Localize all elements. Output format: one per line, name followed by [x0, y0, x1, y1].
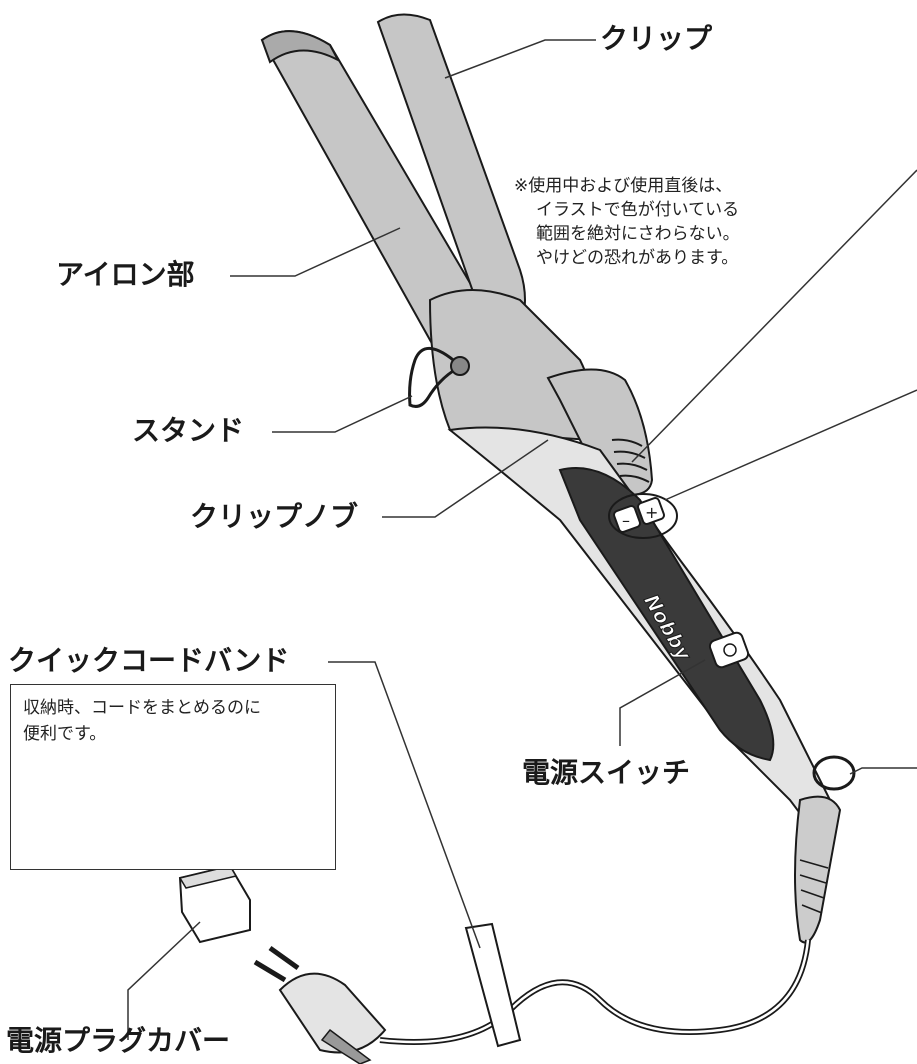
warning-note: ※使用中および使用直後は、 イラストで色が付いている 範囲を絶対にさわらない。 …	[514, 174, 740, 270]
iron-label: アイロン部	[56, 258, 195, 291]
cord-band-note-box: 収納時、コードをまとめるのに 便利です。	[10, 684, 336, 870]
temperature-buttons: – +	[608, 493, 678, 539]
plug-icon	[253, 945, 387, 1064]
strain-relief	[794, 795, 842, 944]
cord-band-strip	[464, 922, 522, 1048]
clip-label: クリップ	[600, 22, 713, 55]
warning-line: ※使用中および使用直後は、	[514, 176, 733, 196]
power-switch-label: 電源スイッチ	[522, 756, 691, 789]
warning-line: やけどの恐れがあります。	[536, 248, 739, 268]
cord-band-note-line: 便利です。	[23, 724, 107, 744]
cord-band-note-line: 収納時、コードをまとめるのに	[23, 698, 261, 718]
clip-knob-label: クリップノブ	[190, 500, 359, 533]
warning-line: 範囲を絶対にさわらない。	[536, 224, 740, 244]
cord-band-label: クイックコードバンド	[8, 644, 290, 677]
plug-cover-label: 電源プラグカバー	[6, 1024, 231, 1057]
stand-pivot	[450, 356, 470, 376]
hang-loop-icon	[812, 755, 856, 791]
power-button	[708, 631, 750, 669]
handle-grip	[558, 467, 775, 762]
plug-cover	[178, 864, 251, 944]
warning-line: イラストで色が付いている	[536, 200, 740, 220]
cord-band-note: 収納時、コードをまとめるのに 便利です。	[23, 695, 261, 747]
stand	[408, 347, 459, 408]
power-cord	[379, 939, 811, 1045]
leader-lines	[127, 39, 917, 1040]
stand-label: スタンド	[132, 414, 245, 447]
svg-text:–: –	[622, 511, 630, 530]
iron-barrel-tip	[260, 30, 341, 64]
svg-text:+: +	[645, 503, 658, 522]
